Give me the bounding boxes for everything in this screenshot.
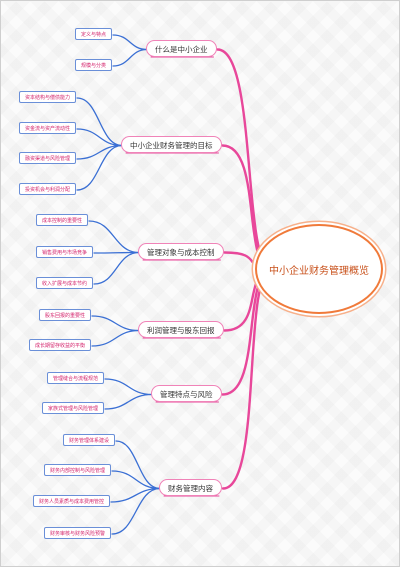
branch-traits-risk[interactable]: 管理特点与风险 bbox=[151, 385, 222, 402]
leaf-label: 销售费用与市场竞争 bbox=[42, 250, 88, 256]
sub-connector bbox=[112, 34, 148, 51]
branch-label: 利润管理与股东回报 bbox=[147, 326, 215, 335]
sub-connector bbox=[76, 97, 123, 147]
main-connectors bbox=[125, 48, 274, 497]
leaf-topic[interactable]: 家族式管理与风险管理 bbox=[42, 402, 105, 414]
branch-label: 财务管理内容 bbox=[168, 484, 213, 493]
sub-connector bbox=[88, 220, 140, 254]
leaf-label: 收入扩展与成本节约 bbox=[42, 281, 88, 287]
sub-connector bbox=[76, 144, 123, 191]
sub-connector bbox=[104, 378, 153, 396]
root-topic[interactable]: 中小企业财务管理概览 bbox=[255, 224, 383, 314]
sub-connector bbox=[93, 251, 140, 285]
leaf-topic[interactable]: 资金流与资产流动性 bbox=[19, 122, 77, 134]
branch-cost-control[interactable]: 管理对象与成本控制 bbox=[138, 243, 224, 260]
sub-connector bbox=[104, 393, 153, 410]
leaf-topic[interactable]: 成长期留存收益的平衡 bbox=[29, 339, 92, 351]
sub-connector bbox=[91, 315, 140, 332]
leaf-topic[interactable]: 财务人员素质与成本费用管控 bbox=[33, 495, 111, 507]
leaf-label: 成长期留存收益的平衡 bbox=[35, 343, 86, 349]
leaf-topic[interactable]: 管理缝合与流程规范 bbox=[47, 372, 105, 384]
leaf-topic[interactable]: 资本结构与偿债能力 bbox=[19, 91, 77, 103]
branch-label: 什么是中小企业 bbox=[155, 45, 208, 54]
leaf-topic[interactable]: 融资渠道与风险管理 bbox=[19, 152, 77, 164]
leaf-label: 管理缝合与流程规范 bbox=[53, 376, 99, 382]
leaf-label: 家族式管理与风险管理 bbox=[48, 406, 99, 412]
branch-label: 管理特点与风险 bbox=[160, 390, 213, 399]
leaf-topic[interactable]: 投资机会与利润分配 bbox=[19, 183, 77, 195]
leaf-topic[interactable]: 收入扩展与成本节约 bbox=[36, 277, 94, 289]
branch-finance-goals[interactable]: 中小企业财务管理的目标 bbox=[121, 136, 222, 153]
leaf-label: 定义与特点 bbox=[81, 32, 107, 38]
leaf-label: 财务审核与财务风险预警 bbox=[50, 531, 106, 537]
leaf-topic[interactable]: 销售费用与市场竞争 bbox=[36, 246, 94, 258]
root-topic-label: 中小企业财务管理概览 bbox=[269, 265, 369, 277]
branch-profit-return[interactable]: 利润管理与股东回报 bbox=[138, 321, 224, 338]
sub-connector bbox=[76, 128, 123, 147]
sub-connector bbox=[91, 329, 140, 347]
leaf-topic[interactable]: 规模与分类 bbox=[75, 59, 113, 71]
sub-connectors bbox=[76, 34, 161, 535]
leaf-label: 成本控制的重要性 bbox=[42, 218, 83, 224]
sub-connector bbox=[112, 48, 148, 67]
leaf-topic[interactable]: 股东回报的重要性 bbox=[39, 309, 92, 321]
main-connector bbox=[221, 268, 274, 490]
sub-connector bbox=[111, 487, 161, 535]
sub-connector bbox=[111, 470, 161, 490]
leaf-label: 财务内部控制与风险管理 bbox=[50, 468, 106, 474]
leaf-label: 规模与分类 bbox=[81, 63, 107, 69]
branch-finance-content[interactable]: 财务管理内容 bbox=[159, 479, 222, 496]
leaf-topic[interactable]: 财务管理体系建设 bbox=[63, 434, 116, 446]
branch-label: 中小企业财务管理的目标 bbox=[130, 141, 213, 150]
leaf-label: 资金流与资产流动性 bbox=[25, 126, 71, 132]
leaf-label: 股东回报的重要性 bbox=[45, 313, 86, 319]
leaf-label: 资本结构与偿债能力 bbox=[25, 95, 71, 101]
leaf-topic[interactable]: 财务内部控制与风险管理 bbox=[44, 464, 112, 476]
branch-what-is-sme[interactable]: 什么是中小企业 bbox=[146, 40, 217, 57]
leaf-topic[interactable]: 定义与特点 bbox=[75, 28, 113, 40]
leaf-label: 融资渠道与风险管理 bbox=[25, 156, 71, 162]
leaf-topic[interactable]: 财务审核与财务风险预警 bbox=[44, 527, 112, 539]
main-connector bbox=[216, 48, 274, 272]
leaf-topic[interactable]: 成本控制的重要性 bbox=[36, 214, 89, 226]
leaf-label: 财务管理体系建设 bbox=[69, 438, 110, 444]
branch-label: 管理对象与成本控制 bbox=[147, 248, 215, 257]
sub-connector bbox=[115, 440, 161, 490]
leaf-label: 财务人员素质与成本费用管控 bbox=[39, 499, 105, 505]
leaf-label: 投资机会与利润分配 bbox=[25, 187, 71, 193]
